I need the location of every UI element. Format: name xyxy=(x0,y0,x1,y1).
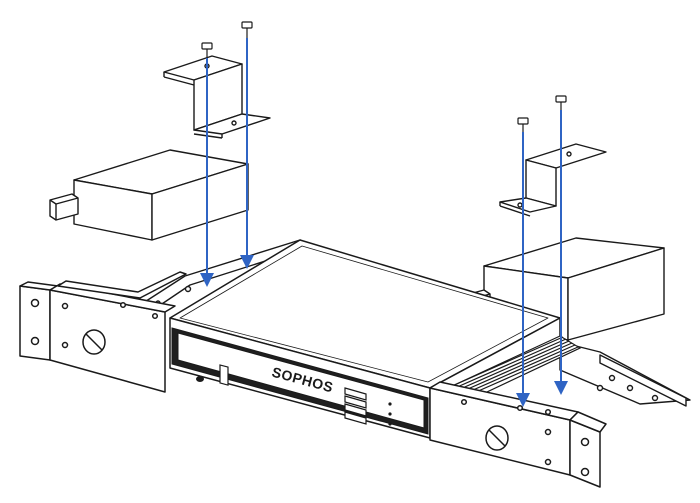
power-supply-left xyxy=(49,149,249,241)
mount-hole xyxy=(30,336,40,346)
status-led xyxy=(388,422,392,426)
screw xyxy=(201,42,213,60)
status-led xyxy=(388,402,392,406)
mount-hole xyxy=(61,302,69,310)
rack-ear-left xyxy=(19,271,187,393)
screw xyxy=(555,95,567,112)
mount-hole xyxy=(580,467,590,477)
bracket-left xyxy=(163,55,271,139)
usb-port xyxy=(219,364,229,386)
mount-hole xyxy=(544,458,552,466)
bracket-right xyxy=(499,143,607,217)
mount-hole xyxy=(30,298,40,308)
mount-hole xyxy=(544,428,552,436)
reset-button xyxy=(196,376,204,382)
rack-shelf-right xyxy=(559,341,691,407)
status-led xyxy=(388,412,392,416)
screw xyxy=(517,117,529,134)
rack-ear-right xyxy=(429,381,607,488)
vent-grille xyxy=(446,335,582,401)
screw xyxy=(241,21,253,40)
ethernet-ports xyxy=(344,387,367,425)
appliance-front-panel: SOPHOS xyxy=(171,327,429,435)
mount-hole xyxy=(580,437,590,447)
install-arrows xyxy=(200,38,568,407)
mount-hole xyxy=(61,341,69,349)
